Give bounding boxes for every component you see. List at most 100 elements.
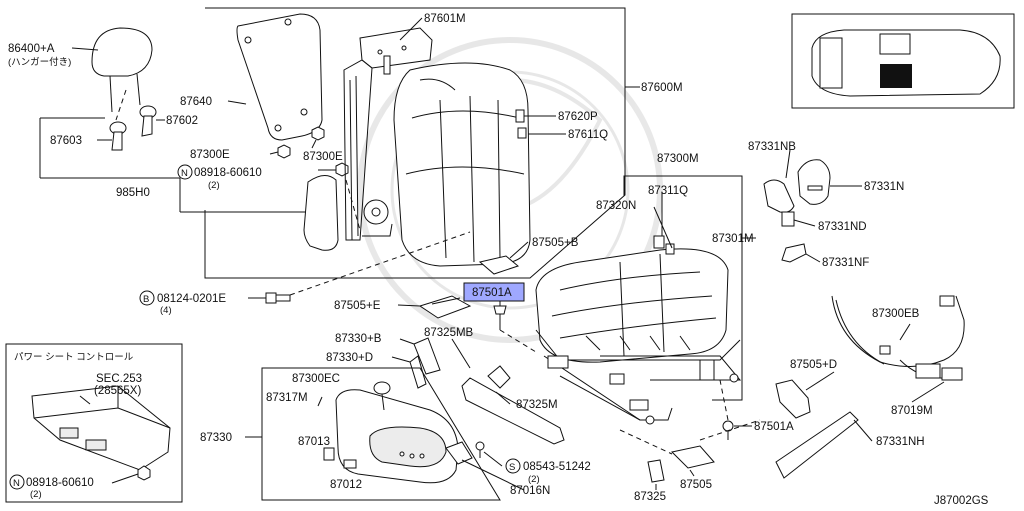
label-08918-upper-qty: (2) xyxy=(208,180,220,191)
label-87600M: 87600M xyxy=(641,82,683,94)
label-87331NH: 87331NH xyxy=(876,436,925,448)
nut-87300E-b xyxy=(311,126,325,141)
svg-text:N: N xyxy=(13,478,20,489)
label-87602: 87602 xyxy=(166,115,198,127)
label-08543: 08543-51242 xyxy=(523,461,591,473)
label-87019M: 87019M xyxy=(891,405,933,417)
label-87505E: 87505+E xyxy=(334,300,381,312)
symbol-n-upper: N xyxy=(177,164,193,180)
label-power-seat-control: パワー シート コントロール xyxy=(14,352,134,363)
label-sec-253: SEC.253 xyxy=(96,373,142,385)
label-87317M: 87317M xyxy=(266,392,308,404)
clip-87331ND xyxy=(781,211,795,227)
dashed-guides xyxy=(115,89,761,455)
label-87012: 87012 xyxy=(330,479,362,491)
back-board xyxy=(236,13,323,141)
knob-87331NB xyxy=(763,179,795,213)
finisher-87325M xyxy=(461,365,565,445)
power-seat-control-inset xyxy=(5,343,183,503)
clip-87331NF xyxy=(781,243,807,263)
trim-87505 xyxy=(670,445,715,469)
label-87601M: 87601M xyxy=(424,13,466,25)
label-87300EB: 87300EB xyxy=(872,308,920,320)
label-87330: 87330 xyxy=(200,432,232,444)
label-87640: 87640 xyxy=(180,96,212,108)
symbol-b: B xyxy=(139,290,155,306)
knob-87012 xyxy=(343,459,357,469)
label-87325MB: 87325MB xyxy=(424,327,474,339)
side-cover-box xyxy=(261,367,501,501)
label-87325M: 87325M xyxy=(516,399,558,411)
knob-87331N xyxy=(797,159,831,205)
label-08124: 08124-0201E xyxy=(157,293,226,305)
label-08543-qty: (2) xyxy=(528,474,540,485)
label-87505D: 87505+D xyxy=(790,359,837,371)
seatback-group-bracket xyxy=(39,117,180,179)
side-airbag-trim xyxy=(303,175,339,251)
label-87330B: 87330+B xyxy=(335,333,382,345)
label-87501A-highlighted: 87501A xyxy=(472,287,512,299)
label-87311Q: 87311Q xyxy=(648,185,688,197)
label-87603: 87603 xyxy=(50,135,82,147)
label-28565X: (28565X) xyxy=(94,385,141,397)
seatback-cushion xyxy=(393,62,531,267)
label-08124-qty: (4) xyxy=(160,305,172,316)
seat-cushion xyxy=(535,235,729,363)
seat-frame-tracks xyxy=(535,329,742,425)
screw-87501A-upper xyxy=(493,305,507,330)
svg-text:S: S xyxy=(509,462,515,473)
headrest-guide-87603 xyxy=(109,121,127,151)
highlighted-part-box xyxy=(463,282,525,302)
bracket-87330B xyxy=(413,337,441,375)
label-87320N: 87320N xyxy=(596,200,636,212)
label-87331ND: 87331ND xyxy=(818,221,867,233)
switch-87013 xyxy=(323,447,335,461)
label-08918-upper: 08918-60610 xyxy=(194,167,262,179)
seatback-frame xyxy=(343,27,433,241)
label-87611Q: 87611Q xyxy=(568,129,608,141)
label-87505B: 87505+B xyxy=(532,237,579,249)
label-985H0: 985H0 xyxy=(116,187,150,199)
bracket-87330D xyxy=(409,355,427,389)
trim-87505D xyxy=(775,379,811,419)
bezel-87300EC xyxy=(373,381,391,411)
switch-87016N xyxy=(445,441,473,465)
nut-08918 xyxy=(335,162,349,177)
svg-text:B: B xyxy=(143,294,149,305)
symbol-n-lower: N xyxy=(9,474,25,490)
label-87501A-lower: 87501A xyxy=(754,421,794,433)
label-87505: 87505 xyxy=(680,479,712,491)
label-87300E-a: 87300E xyxy=(190,149,230,161)
label-87300M: 87300M xyxy=(657,153,699,165)
trim-87325 xyxy=(647,459,665,483)
svg-text:N: N xyxy=(181,168,188,179)
label-08918-lower: 08918-60610 xyxy=(26,477,94,489)
headrest-guide-87602 xyxy=(139,105,157,137)
screw-08543 xyxy=(475,441,485,458)
trim-87505E xyxy=(418,295,472,319)
side-cover-87330 xyxy=(335,389,459,484)
part-labels: 86400+A (ハンガー付き) 87601M 87600M 87640 876… xyxy=(8,13,989,507)
label-86400A: 86400+A xyxy=(8,43,55,55)
label-87620P: 87620P xyxy=(558,111,598,123)
label-87300EC: 87300EC xyxy=(292,373,340,385)
wire-harness-87019M xyxy=(831,295,965,381)
vehicle-location-inset xyxy=(791,13,1015,109)
label-86400A-note: (ハンガー付き) xyxy=(8,57,71,68)
bracket-87301M xyxy=(623,175,743,401)
trim-87505B xyxy=(478,255,520,275)
seat-location-marker xyxy=(880,64,912,88)
back-board-clip xyxy=(244,36,252,44)
label-87325: 87325 xyxy=(634,491,666,503)
diagram-id: J87002GS xyxy=(934,495,989,507)
headrest xyxy=(91,27,153,113)
label-08918-lower-qty: (2) xyxy=(30,489,42,500)
leader-lines xyxy=(71,17,945,491)
label-87330D: 87330+D xyxy=(326,352,373,364)
label-87300E-b: 87300E xyxy=(303,151,343,163)
bolt-08124 xyxy=(265,292,291,304)
label-87331NB: 87331NB xyxy=(748,141,796,153)
label-87301M: 87301M xyxy=(712,233,754,245)
label-87013: 87013 xyxy=(298,436,330,448)
